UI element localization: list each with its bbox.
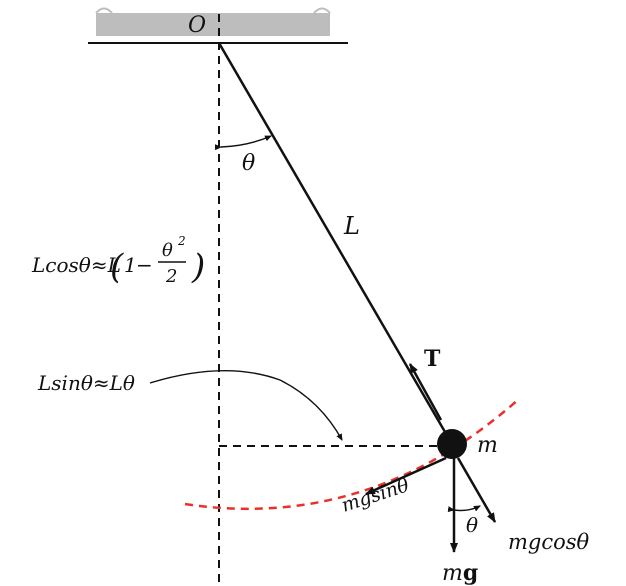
tension-arrow [408,363,443,421]
angle-arc-top [214,135,272,151]
tangential-label: mgsinθ [339,474,413,517]
angle-top-label: θ [242,151,255,176]
radial-component-arrow [456,457,497,523]
pivot-label: O [188,13,206,38]
lsin-leader-curve [149,370,343,441]
lcos-theta: θ [162,240,173,261]
radial-label: mgcosθ [508,530,590,554]
weight-label: mg [442,560,478,586]
weight-g: g [463,560,478,586]
weight-m: m [442,561,463,586]
lcos-power: 2 [177,234,186,248]
angle-arc-bottom [447,505,481,513]
lcos-one: 1 [124,253,137,277]
bob-path-arc [184,397,521,511]
pendulum-string [217,42,454,445]
pendulum-bob [437,429,467,459]
tension-label: T [424,346,441,372]
angle-bottom-label: θ [466,513,478,537]
mass-label: m [477,433,498,458]
lcos-denominator: 2 [165,266,177,287]
lcos-paren-open: ( [110,247,124,287]
lcos-minus: − [136,253,153,277]
length-label: L [343,212,360,240]
lcos-left-text: Lcosθ≈L [31,253,121,277]
lsin-label: Lsinθ≈Lθ [37,371,135,395]
tangential-component-arrow [365,456,447,496]
ceiling-wavy-edge [95,7,331,14]
ceiling-support [96,13,330,36]
lcos-paren-close: ) [191,247,205,287]
